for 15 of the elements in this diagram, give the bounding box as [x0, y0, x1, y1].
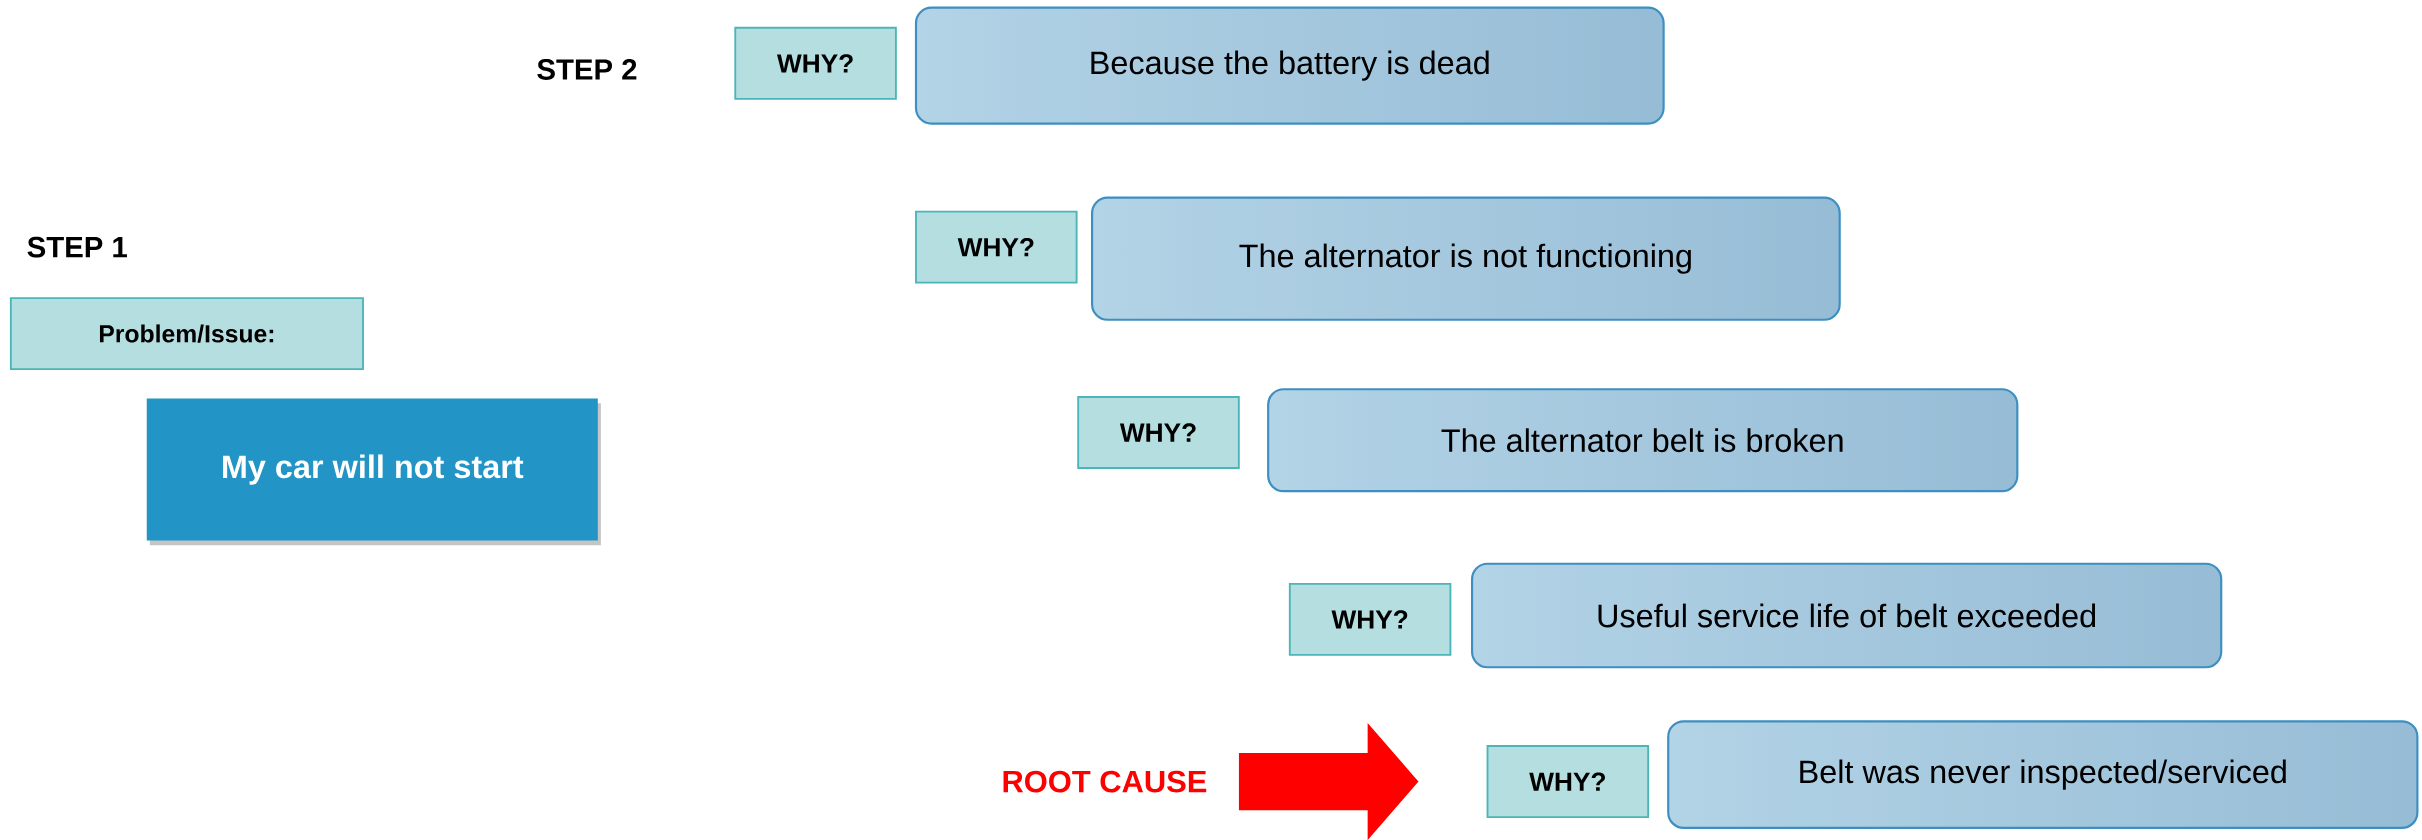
answer-box: The alternator is not functioning: [1091, 196, 1841, 321]
why-box: WHY?: [734, 26, 897, 100]
why-box: WHY?: [1077, 395, 1240, 469]
root-cause-text: ROOT CAUSE: [1003, 770, 1207, 793]
answer-box: The alternator belt is broken: [1267, 388, 2019, 493]
step-label: STEP 1: [27, 236, 127, 258]
answer-box: Useful service life of belt exceeded: [1471, 562, 2223, 669]
problem-box: My car will not start: [146, 398, 601, 546]
step-label: STEP 2: [537, 58, 637, 80]
answer-box: Belt was never inspected/serviced: [1667, 720, 2419, 829]
why-box: WHY?: [1486, 745, 1650, 818]
why-box: WHY?: [1288, 582, 1452, 656]
label-box: Problem/Issue:: [9, 297, 364, 370]
why-box: WHY?: [915, 210, 1078, 284]
answer-box: Because the battery is dead: [914, 6, 1665, 125]
